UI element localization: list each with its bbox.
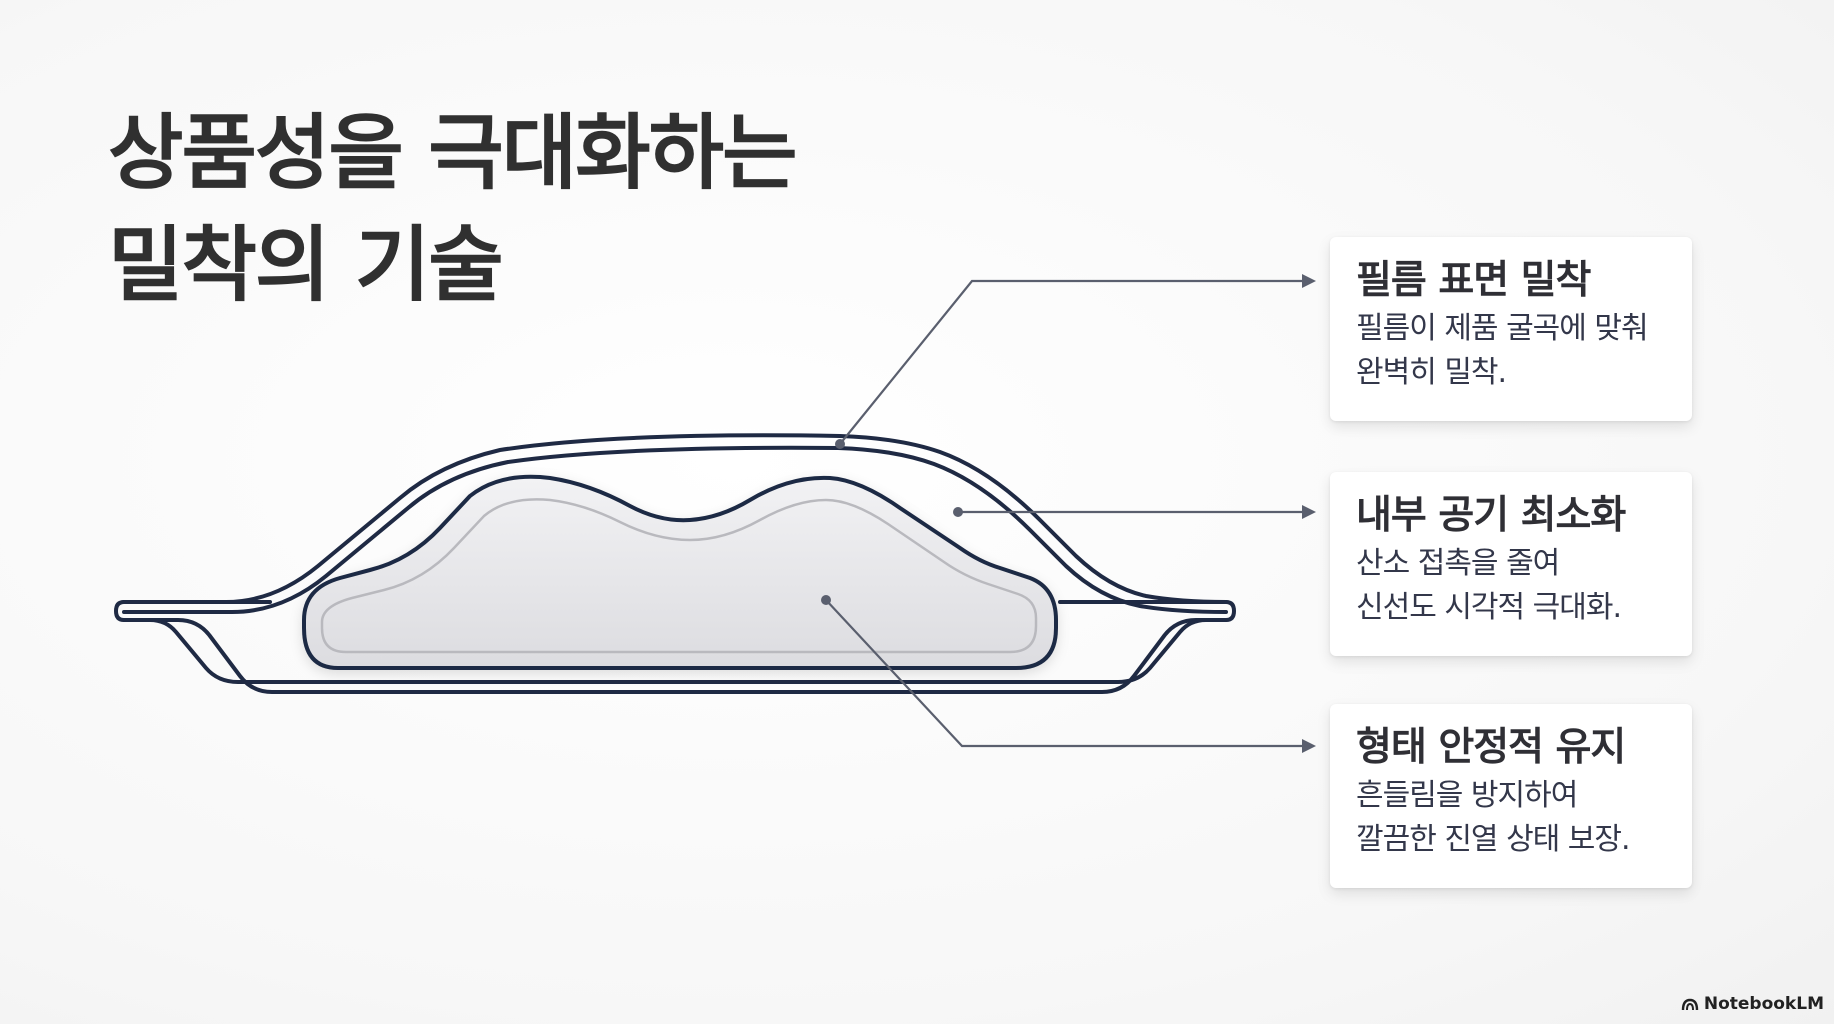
callout-title: 형태 안정적 유지 xyxy=(1356,725,1626,770)
leader-lines xyxy=(825,279,1306,748)
title-line-2: 밀착의 기술 xyxy=(108,218,504,313)
notebooklm-watermark: NotebookLM xyxy=(1681,994,1824,1014)
callout-title: 필름 표면 밀착 xyxy=(1356,258,1591,303)
leader-line-film xyxy=(839,279,1306,445)
leader-dot-film xyxy=(835,439,845,449)
leader-dot-air xyxy=(953,507,963,517)
callout-title: 내부 공기 최소화 xyxy=(1356,493,1626,538)
callout-card-shape-stability: 형태 안정적 유지 흔들림을 방지하여 깔끔한 진열 상태 보장. xyxy=(1330,704,1692,888)
arrowhead-air xyxy=(1302,505,1316,519)
tray-flange-cap-left xyxy=(114,600,126,622)
callout-card-film-adhesion: 필름 표면 밀착 필름이 제품 굴곡에 맞춰 완벽히 밀착. xyxy=(1330,237,1692,421)
callout-text-line: 흔들림을 방지하여 xyxy=(1356,778,1578,813)
callout-text-line: 필름이 제품 굴곡에 맞춰 xyxy=(1356,311,1649,346)
product-inner-contour xyxy=(320,498,1038,654)
brand-label: NotebookLM xyxy=(1703,994,1824,1014)
leader-line-shape xyxy=(825,599,1306,748)
tray-inner xyxy=(148,618,1208,684)
product-body xyxy=(302,474,1058,670)
callout-card-air-minimize: 내부 공기 최소화 산소 접촉을 줄여 신선도 시각적 극대화. xyxy=(1330,472,1692,656)
leader-dots xyxy=(821,439,963,605)
product xyxy=(302,474,1058,670)
leader-arrowheads xyxy=(1302,274,1316,753)
page-title: 상품성을 극대화하는 밀착의 기술 xyxy=(108,98,798,322)
arrowhead-shape xyxy=(1302,739,1316,753)
arrowhead-film xyxy=(1302,274,1316,288)
notebooklm-logo-icon xyxy=(1681,998,1699,1011)
title-line-1: 상품성을 극대화하는 xyxy=(108,106,798,201)
film-outer xyxy=(122,433,1228,604)
callout-text-line: 신선도 시각적 극대화. xyxy=(1356,590,1622,625)
callout-text-line: 깔끔한 진열 상태 보장. xyxy=(1356,822,1631,857)
callout-text-line: 완벽히 밀착. xyxy=(1356,355,1507,390)
leader-dot-shape xyxy=(821,595,831,605)
tray-outer xyxy=(122,618,1228,694)
callout-text-line: 산소 접촉을 줄여 xyxy=(1356,546,1560,581)
tray-flange-cap-right xyxy=(1224,600,1236,622)
